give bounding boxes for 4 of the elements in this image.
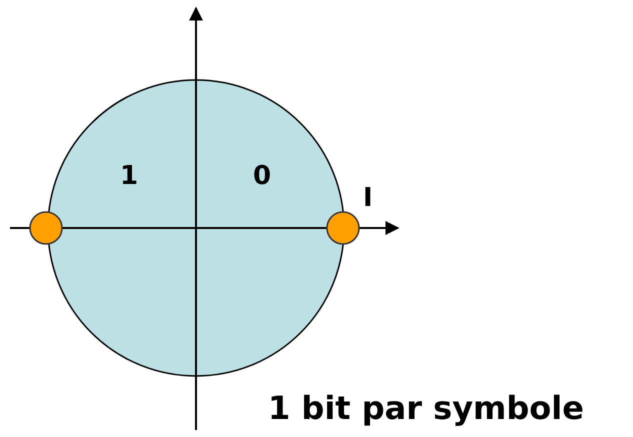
- axis-label: I: [363, 185, 373, 211]
- caption-text: 1 bit par symbole: [268, 392, 584, 424]
- bit-label: 0: [253, 163, 272, 189]
- bit-label: 1: [120, 163, 138, 189]
